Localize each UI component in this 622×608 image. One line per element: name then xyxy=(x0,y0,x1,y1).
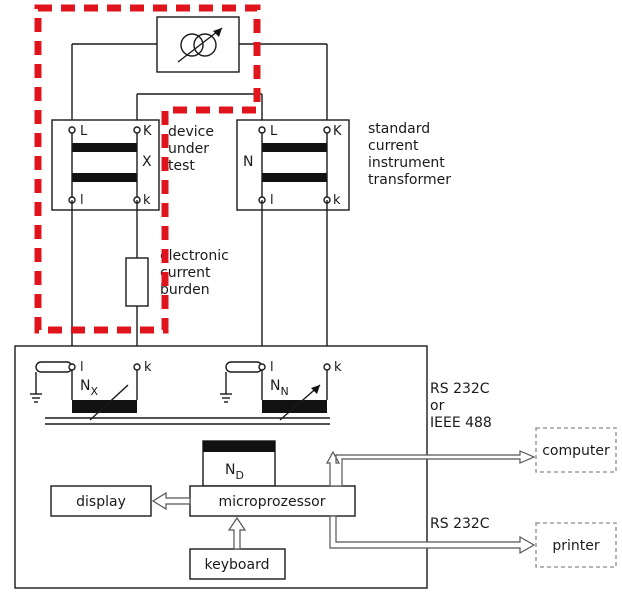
nd-block: ND xyxy=(202,440,276,487)
svg-text:test: test xyxy=(168,158,195,174)
pin-label: l xyxy=(80,193,84,208)
svg-text:electronic: electronic xyxy=(160,248,229,264)
terminal-K-dut xyxy=(133,126,141,134)
arrow-to-printer xyxy=(329,515,536,555)
standard-transformer: L K l k N xyxy=(236,119,350,211)
secondary-wiring xyxy=(71,200,328,368)
svg-text:k: k xyxy=(144,360,152,375)
display-box xyxy=(50,485,152,517)
svg-text:current: current xyxy=(160,265,211,281)
printer-label: printer xyxy=(552,538,600,554)
nx-label: NX xyxy=(80,378,98,398)
transformer-under-test: L K l k X xyxy=(51,119,160,211)
measurement-channel-x: l k NX xyxy=(30,360,152,421)
primary-wiring xyxy=(71,43,328,130)
arrow-from-keyboard xyxy=(227,516,247,550)
transformer-mark-x: X xyxy=(142,154,152,170)
pin-label: K xyxy=(143,124,152,139)
svg-text:k: k xyxy=(334,360,342,375)
device-under-test-label: device under test xyxy=(168,124,214,174)
svg-text:current: current xyxy=(368,138,419,154)
microprocessor-box xyxy=(189,485,356,517)
electronic-burden-resistor xyxy=(125,257,149,307)
svg-text:device: device xyxy=(168,124,214,140)
svg-text:l: l xyxy=(270,360,274,375)
printer-box xyxy=(535,522,617,568)
device-under-test-highlight xyxy=(34,4,261,334)
svg-text:standard: standard xyxy=(368,121,430,137)
svg-text:instrument: instrument xyxy=(368,155,445,171)
pin-label: L xyxy=(270,124,278,139)
pin-label: k xyxy=(143,193,151,208)
svg-text:RS 232C: RS 232C xyxy=(430,381,490,397)
terminal-L-std xyxy=(258,126,266,134)
display-label: display xyxy=(76,494,126,510)
pin-label: K xyxy=(333,124,342,139)
computer-label: computer xyxy=(542,443,610,459)
microprocessor-label: microprozessor xyxy=(218,494,325,510)
electronic-burden-label: electronic current burden xyxy=(160,248,229,298)
computer-box xyxy=(535,427,617,473)
arrow-to-computer xyxy=(325,450,536,487)
transformer-mark-n: N xyxy=(243,154,253,170)
nd-label: ND xyxy=(225,462,244,482)
svg-text:burden: burden xyxy=(160,282,210,298)
current-source xyxy=(156,16,240,73)
keyboard-label: keyboard xyxy=(205,557,270,573)
interface-label-printer: RS 232C xyxy=(430,516,490,532)
pin-label: L xyxy=(80,124,88,139)
svg-text:or: or xyxy=(430,398,445,414)
svg-text:l: l xyxy=(80,360,84,375)
svg-text:transformer: transformer xyxy=(368,172,451,188)
pin-label: k xyxy=(333,193,341,208)
terminal-K-std xyxy=(323,126,331,134)
svg-text:under: under xyxy=(168,141,209,157)
svg-text:IEEE 488: IEEE 488 xyxy=(430,415,492,431)
interface-label-main: RS 232C or IEEE 488 xyxy=(430,381,492,431)
measurement-channel-n: l k NN xyxy=(220,360,342,421)
standard-transformer-label: standard current instrument transformer xyxy=(368,121,451,188)
terminal-L-dut xyxy=(68,126,76,134)
arrow-to-display xyxy=(151,491,191,511)
pin-label: l xyxy=(270,193,274,208)
nn-label: NN xyxy=(270,378,289,398)
